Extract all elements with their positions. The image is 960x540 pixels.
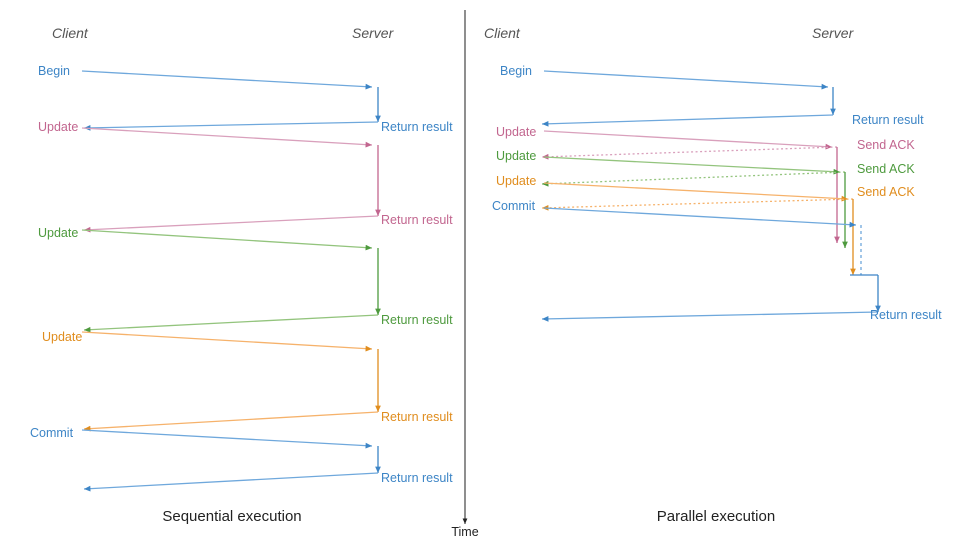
sequential-response-label-begin: Return result bbox=[381, 120, 453, 134]
parallel-response-label-begin: Return result bbox=[852, 113, 924, 127]
sequential-response-label-update-2: Return result bbox=[381, 313, 453, 327]
ack-arrow-update-3 bbox=[541, 198, 854, 211]
sequential-request-label-update-2: Update bbox=[38, 226, 78, 240]
parallel-ack-label-update-2: Send ACK bbox=[857, 162, 915, 176]
sequential-caption: Sequential execution bbox=[162, 508, 301, 525]
parallel-ack-label-update-1: Send ACK bbox=[857, 138, 915, 152]
request-arrow-update-3 bbox=[81, 331, 373, 352]
request-arrow-begin bbox=[81, 70, 373, 90]
parallel-ack-label-update-3: Send ACK bbox=[857, 185, 915, 199]
sequential-request-label-commit: Commit bbox=[30, 426, 74, 440]
response-arrow-update-2 bbox=[83, 314, 379, 333]
ack-arrow-update-2 bbox=[541, 171, 846, 187]
parallel-client-lane-label: Client bbox=[484, 25, 521, 41]
sequential-request-label-update-1: Update bbox=[38, 120, 78, 134]
parallel-response-label-commit: Return result bbox=[870, 308, 942, 322]
response-arrow-update-3 bbox=[83, 411, 379, 432]
request-arrow-commit bbox=[81, 429, 373, 449]
request-arrow-update-3 bbox=[543, 182, 849, 202]
request-arrow-update-2 bbox=[543, 156, 841, 175]
request-arrow-begin bbox=[543, 70, 829, 90]
parallel-request-label-update-2: Update bbox=[496, 149, 536, 163]
sequential-response-label-update-3: Return result bbox=[381, 410, 453, 424]
response-arrow-begin bbox=[541, 114, 834, 127]
parallel-request-label-begin: Begin bbox=[500, 64, 532, 78]
sequential-request-label-update-3: Update bbox=[42, 330, 82, 344]
commit-response-arrow bbox=[541, 311, 879, 322]
parallel-server-lane-label: Server bbox=[812, 25, 855, 41]
sequential-server-lane-label: Server bbox=[352, 25, 395, 41]
response-arrow-commit bbox=[83, 472, 379, 492]
response-arrow-begin bbox=[83, 121, 379, 131]
parallel-request-label-update-1: Update bbox=[496, 125, 536, 139]
parallel-caption: Parallel execution bbox=[657, 508, 775, 525]
request-arrow-update-1 bbox=[543, 130, 833, 150]
parallel-request-label-update-3: Update bbox=[496, 174, 536, 188]
sequential-request-label-begin: Begin bbox=[38, 64, 70, 78]
parallel-request-label-commit: Commit bbox=[492, 199, 536, 213]
request-arrow-commit bbox=[543, 207, 857, 228]
response-arrow-update-1 bbox=[83, 215, 379, 233]
sequential-response-label-commit: Return result bbox=[381, 471, 453, 485]
request-arrow-update-1 bbox=[81, 127, 373, 148]
time-axis-label: Time bbox=[451, 525, 478, 539]
request-arrow-update-2 bbox=[81, 229, 373, 251]
ack-arrow-update-1 bbox=[541, 146, 838, 160]
sequential-response-label-update-1: Return result bbox=[381, 213, 453, 227]
sequential-client-lane-label: Client bbox=[52, 25, 89, 41]
